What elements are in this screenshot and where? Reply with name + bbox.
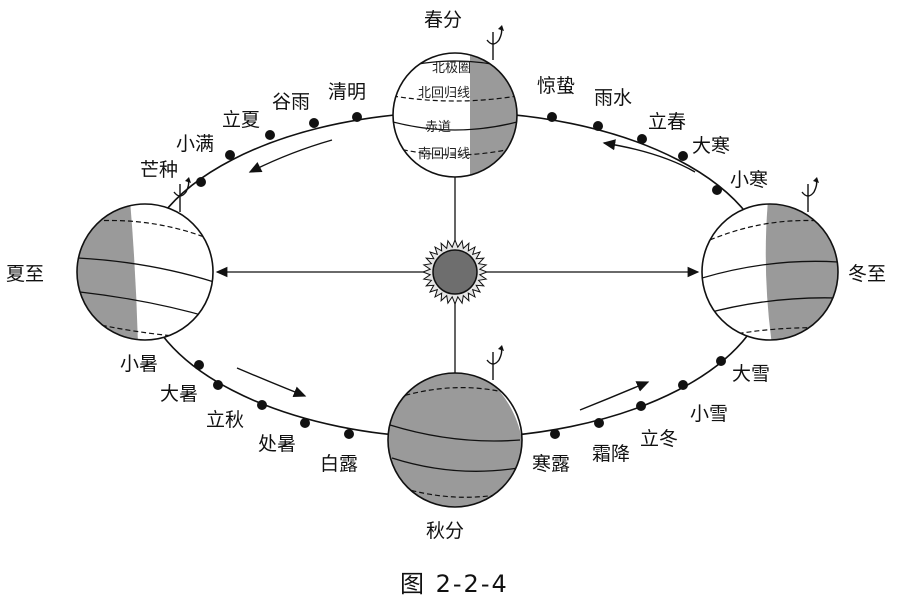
solar-term-dot: [593, 121, 603, 131]
solar-term-dot: [678, 151, 688, 161]
term-liqiu: 立秋: [206, 409, 244, 431]
tropic-cancer-label: 北回归线: [418, 86, 470, 101]
term-yushui: 雨水: [594, 87, 632, 109]
orbit-direction-arrow-icon: [602, 139, 696, 173]
term-dahan: 大寒: [692, 135, 730, 157]
solar-term-dot: [678, 380, 688, 390]
rotation-axis-arrow-icon: [486, 345, 504, 380]
spring-equinox-label: 春分: [424, 9, 462, 31]
solar-term-dot: [265, 130, 275, 140]
solar-term-dot: [716, 356, 726, 366]
sun-icon: [421, 238, 489, 306]
figure-caption: 图 2-2-4: [400, 570, 509, 598]
term-daxue: 大雪: [732, 363, 770, 385]
solar-term-dot: [637, 134, 647, 144]
earth-globe-icon-autumn: [387, 372, 523, 508]
solar-term-dot: [594, 418, 604, 428]
term-lidong: 立冬: [640, 428, 678, 450]
solar-term-dot: [196, 177, 206, 187]
solar-term-dot: [309, 118, 319, 128]
tropic-capricorn-label: 南回归线: [418, 146, 470, 162]
solar-term-dot: [550, 429, 560, 439]
rotation-axis-arrow-icon: [486, 25, 504, 60]
solar-term-dot: [194, 360, 204, 370]
term-mangzhong: 芒种: [140, 159, 178, 181]
solar-term-dot: [547, 112, 557, 122]
orbit-direction-arrow-icon: [579, 381, 650, 411]
autumn-equinox-label: 秋分: [426, 520, 464, 542]
equator-label: 赤道: [425, 120, 451, 135]
term-hanlu: 寒露: [532, 453, 570, 475]
term-dashu: 大暑: [160, 383, 198, 405]
term-jingzhe: 惊蛰: [537, 75, 575, 97]
solar-term-dot: [257, 400, 267, 410]
solar-term-dot: [352, 112, 362, 122]
solar-term-dots: [194, 112, 726, 439]
solar-term-dot: [213, 380, 223, 390]
orbit-direction-arrow-icon: [248, 139, 333, 173]
term-xiaoxue: 小雪: [690, 403, 728, 425]
rotation-axis-arrow-icon: [801, 177, 819, 212]
earth-globe-icon-winter: [701, 203, 839, 341]
earth-globe-icon-summer: [76, 203, 214, 341]
solar-term-dot: [712, 185, 722, 195]
term-qingming: 清明: [328, 81, 366, 103]
solar-term-dot: [300, 418, 310, 428]
term-guyu: 谷雨: [272, 91, 310, 113]
solar-term-dot: [636, 401, 646, 411]
winter-solstice-label: 冬至: [848, 263, 886, 285]
solar-term-dot: [344, 429, 354, 439]
arctic-circle-label: 北极圈: [432, 61, 471, 76]
rotation-axis-arrow-icon: [173, 177, 191, 212]
term-chushu: 处暑: [258, 433, 296, 455]
term-lichun: 立春: [648, 111, 686, 133]
term-bailu: 白露: [320, 453, 358, 475]
term-shuangjiang: 霜降: [592, 443, 630, 465]
summer-solstice-label: 夏至: [6, 263, 44, 285]
earth-globe-icon-spring: 北极圈 北回归线 赤道 南回归线: [392, 52, 518, 178]
term-xiaoman: 小满: [176, 133, 214, 155]
term-xiaohan: 小寒: [730, 169, 768, 191]
solar-term-dot: [225, 150, 235, 160]
term-xiaoshu: 小暑: [120, 353, 158, 375]
orbit-direction-arrow-icon: [236, 367, 307, 398]
term-lixia: 立夏: [222, 109, 260, 131]
